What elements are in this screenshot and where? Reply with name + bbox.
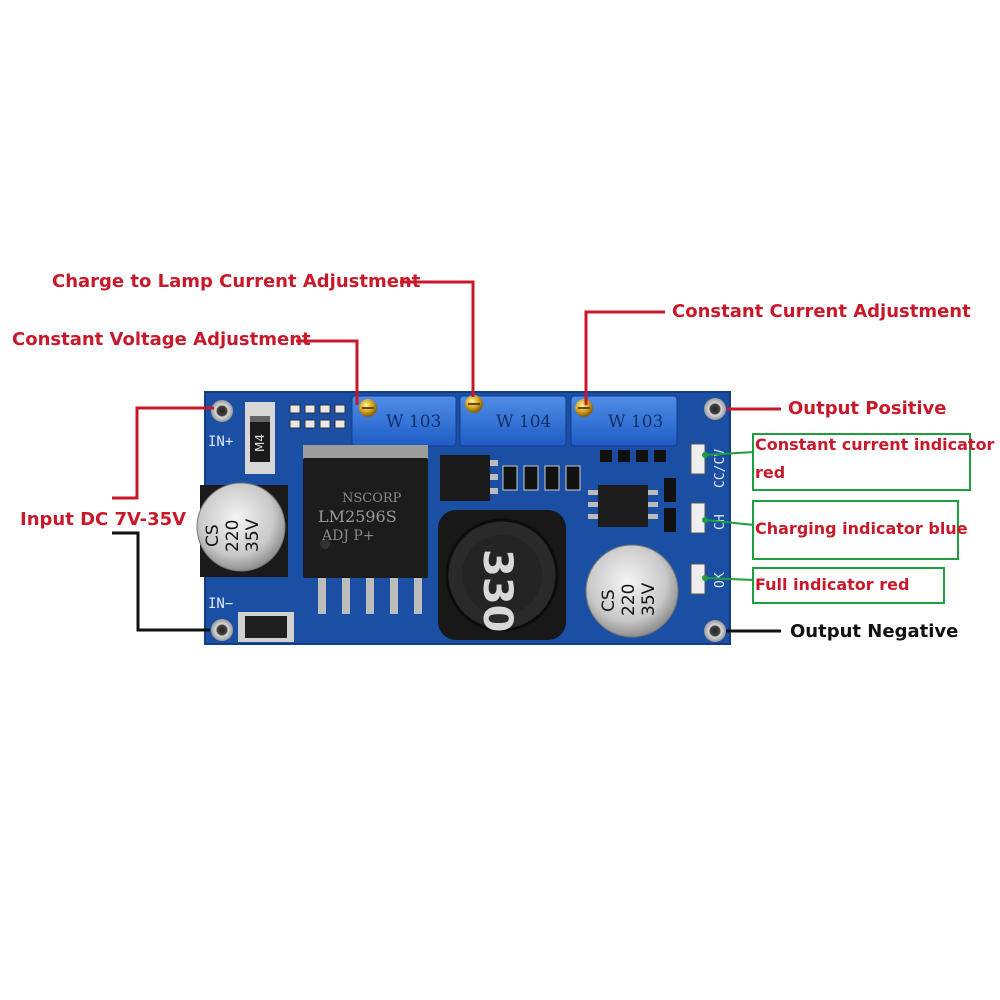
lm2596-regulator: NSCORP LM2596S ADJ P+ xyxy=(303,445,428,614)
silk-in-minus: IN− xyxy=(208,596,233,612)
header-pins xyxy=(600,450,666,462)
label-cc-indicator-line2: red xyxy=(755,463,786,482)
mosfet xyxy=(440,455,498,501)
label-output-negative: Output Negative xyxy=(790,621,959,642)
callout-dots xyxy=(702,452,708,581)
label-full-indicator: Full indicator red xyxy=(755,575,910,594)
label-cc-indicator-line1: Constant current indicator xyxy=(755,435,995,454)
box-full-indicator xyxy=(752,567,945,604)
out-minus-pad xyxy=(704,620,726,642)
callout-lines-green xyxy=(704,451,755,581)
svg-text:W 103: W 103 xyxy=(608,412,663,432)
inductor-330: 330 xyxy=(438,510,566,640)
silk-ok: OK xyxy=(713,572,728,588)
line-constant-current xyxy=(584,310,665,405)
label-lamp-current: Charge to Lamp Current Adjustment xyxy=(52,271,421,292)
pot-voltage[interactable]: W 103 xyxy=(351,395,457,447)
svg-text:W 103: W 103 xyxy=(386,412,441,432)
svg-text:35V: 35V xyxy=(639,582,659,616)
line-ch-indicator xyxy=(704,519,755,526)
svg-text:LM2596S: LM2596S xyxy=(318,507,397,526)
svg-text:CS: CS xyxy=(203,524,223,547)
line-lamp-current xyxy=(400,280,475,397)
pot-current[interactable]: W 103 xyxy=(570,395,678,447)
line-input-plus xyxy=(112,406,214,500)
line-cc-indicator xyxy=(704,451,755,456)
pot-lamp-current[interactable]: W 104 xyxy=(459,395,567,447)
capacitor-left: CS 220 35V xyxy=(196,482,288,577)
schottky-diode xyxy=(238,612,294,642)
label-output-positive: Output Positive xyxy=(788,398,947,419)
svg-text:220: 220 xyxy=(223,520,243,552)
callout-lines-black xyxy=(112,531,781,633)
resistor-array xyxy=(289,404,346,429)
label-input-dc: Input DC 7V-35V xyxy=(20,509,187,530)
line-input-minus xyxy=(112,531,210,632)
line-constant-voltage xyxy=(296,339,359,405)
diode-m4: M4 xyxy=(245,402,275,474)
silk-in-plus: IN+ xyxy=(208,434,233,450)
svg-text:330: 330 xyxy=(474,549,520,633)
line-ok-indicator xyxy=(704,577,755,581)
label-charging-indicator: Charging indicator blue xyxy=(755,519,968,538)
in-minus-pad xyxy=(211,619,233,641)
svg-text:ADJ P+: ADJ P+ xyxy=(321,528,375,544)
label-constant-current: Constant Current Adjustment xyxy=(672,301,971,322)
box-cc-indicator xyxy=(752,433,971,491)
led-cc-cv xyxy=(690,443,706,475)
svg-text:NSCORP: NSCORP xyxy=(342,491,402,506)
out-plus-pad xyxy=(704,398,726,420)
capacitor-right: CS 220 35V xyxy=(585,544,679,638)
svg-text:CS: CS xyxy=(599,589,619,612)
in-plus-pad xyxy=(211,400,233,422)
callout-lines-red xyxy=(112,280,781,500)
svg-text:M4: M4 xyxy=(253,434,267,452)
silk-cc-cv: CC/CV xyxy=(713,449,728,488)
svg-text:W 104: W 104 xyxy=(496,412,551,432)
box-charging-indicator xyxy=(752,500,959,560)
op-amp-chip xyxy=(588,478,676,532)
smd-resistors xyxy=(502,465,581,491)
label-constant-voltage: Constant Voltage Adjustment xyxy=(12,329,311,350)
svg-text:220: 220 xyxy=(619,584,639,616)
svg-text:35V: 35V xyxy=(243,518,263,552)
